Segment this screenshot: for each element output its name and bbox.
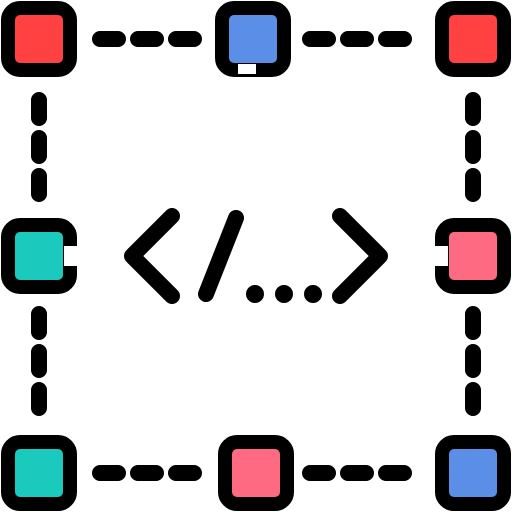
middle-right-node bbox=[434, 218, 511, 294]
bottom-left-node bbox=[1, 435, 77, 511]
slash-stroke bbox=[198, 210, 244, 302]
bottom-right-node bbox=[435, 435, 511, 511]
code-tag-icon bbox=[124, 208, 388, 304]
dot-2 bbox=[275, 285, 293, 303]
dot-1 bbox=[246, 285, 264, 303]
right-angle-bracket bbox=[332, 208, 388, 304]
top-right-node bbox=[435, 1, 511, 77]
dot-3 bbox=[304, 285, 322, 303]
dashed-connectors bbox=[31, 31, 481, 481]
left-angle-bracket bbox=[124, 208, 180, 304]
top-left-node bbox=[1, 1, 77, 77]
ellipsis-dots bbox=[246, 285, 322, 303]
middle-left-node bbox=[1, 218, 78, 294]
bottom-center-node bbox=[218, 435, 294, 511]
top-center-node bbox=[215, 1, 291, 77]
